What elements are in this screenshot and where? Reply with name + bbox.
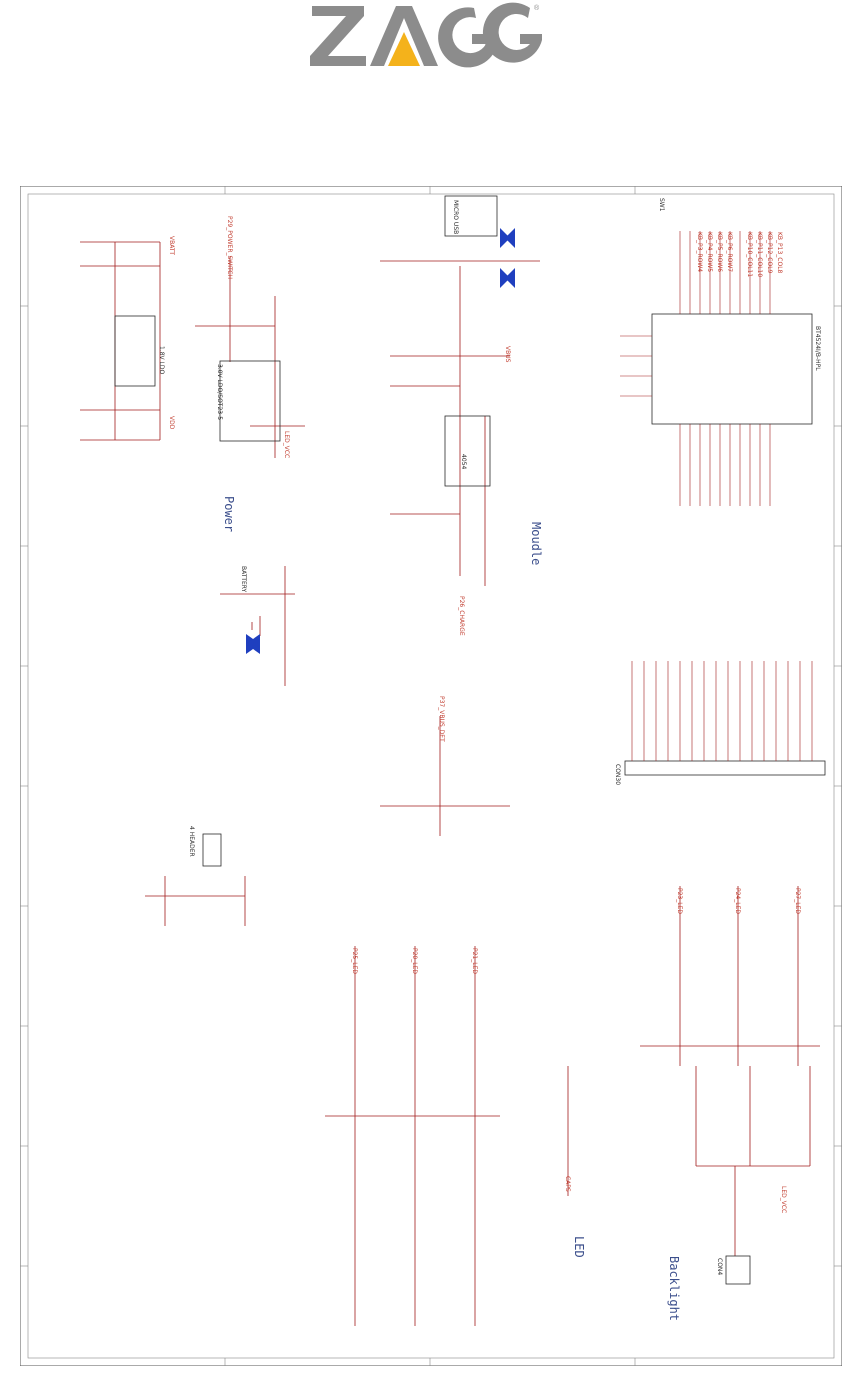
connector-j2: [725, 1255, 751, 1285]
logo-letter-g1: [438, 7, 498, 68]
power-block: [80, 241, 305, 458]
net-p20-led: P20_LED: [411, 948, 418, 974]
ldo-u3: [219, 360, 281, 442]
u3-part-label: 3.0V LDO/SOT23-5: [216, 364, 223, 420]
j2-label: CON4: [716, 1258, 723, 1275]
net-p21-led: P21_LED: [471, 948, 478, 974]
power-switch-net: P29_POWER_SWITCH: [226, 216, 233, 279]
j1-label: CON30: [614, 764, 621, 785]
charger-u2: [444, 415, 491, 487]
u1-part-label: BT4524I/B-HPL: [814, 326, 821, 371]
net-p27-led: P27_LED: [794, 888, 801, 914]
header-jp1: [145, 833, 246, 926]
u4-part-label: 1.8V LDO: [158, 346, 165, 375]
net-kb-col9: KB_P12_COL9: [766, 232, 773, 274]
section-power: Power: [222, 496, 236, 532]
net-kb-col11: KB_P10_COL11: [746, 232, 753, 277]
net-p23-led: P23_LED: [676, 888, 683, 914]
section-led: LED: [572, 1236, 586, 1258]
ldo-u4: [114, 315, 156, 387]
vdd-rail-label: VDD: [168, 416, 175, 430]
u2-label: 4054: [460, 454, 467, 469]
vbatt-rail-label: VBATT: [168, 236, 175, 255]
charge-net-label: P26_CHARGE: [458, 596, 465, 636]
net-kb-row4: KB_P3_ROW4: [696, 232, 703, 272]
schematic-sheet: 1.8V LDO 3.0V LDO/SOT23-5 VBATT VDD LED_…: [20, 186, 842, 1366]
sheet-inner-frame: [27, 193, 835, 1359]
u1-pin-lines: [620, 231, 771, 506]
battery-bt1: [220, 566, 295, 686]
sw1-label: SW1: [658, 198, 665, 212]
led-vcc-rail-label: LED_VCC: [283, 431, 290, 458]
net-kb-row5: KB_P4_ROW5: [706, 232, 713, 272]
section-backlight: Backlight: [667, 1256, 681, 1321]
net-kb-col10: KB_P11_COL10: [756, 232, 763, 277]
usb-tvs-diodes: [500, 228, 515, 288]
net-kb-col8: KB_P13_COL8: [776, 232, 783, 274]
frame-ticks: [20, 186, 842, 1366]
net-p25-led: P25_LED: [351, 948, 358, 974]
logo-registered: ®: [534, 4, 540, 12]
bt-module-u1: [651, 313, 813, 425]
sheet-frame: [20, 186, 842, 1366]
logo-letter-g2: [482, 2, 542, 63]
usb-label: MICRO USB: [452, 200, 459, 234]
logo-letter-z: [310, 6, 366, 66]
battery-label: BATTERY: [240, 566, 247, 593]
diode-zd4: [246, 634, 260, 654]
module-block: [380, 260, 540, 836]
usb-connector: [444, 195, 498, 237]
jp1-label: 4 HEADER: [188, 826, 195, 857]
j1-resistor-array: [631, 661, 813, 761]
zagg-logo: ®: [310, 2, 542, 68]
backlight-block: [640, 886, 820, 1256]
net-p24-led: P24_LED: [734, 888, 741, 914]
logo-accent-triangle: [388, 32, 420, 66]
connector-j1: [624, 760, 826, 776]
section-module: Moudle: [529, 522, 543, 565]
led-block: [325, 946, 569, 1326]
led-vcc-backlight: LED_VCC: [780, 1186, 787, 1213]
net-kb-row6: KB_P5_ROW6: [716, 232, 723, 272]
logo-letter-a: [370, 6, 438, 66]
net-caps: CAPS: [564, 1176, 571, 1192]
net-kb-row7: KB_P6_ROW7: [726, 232, 733, 272]
vbus-det-net-label: P37_VBUS_DET: [438, 696, 445, 742]
vbus-rail-label: VBUS: [504, 346, 511, 363]
